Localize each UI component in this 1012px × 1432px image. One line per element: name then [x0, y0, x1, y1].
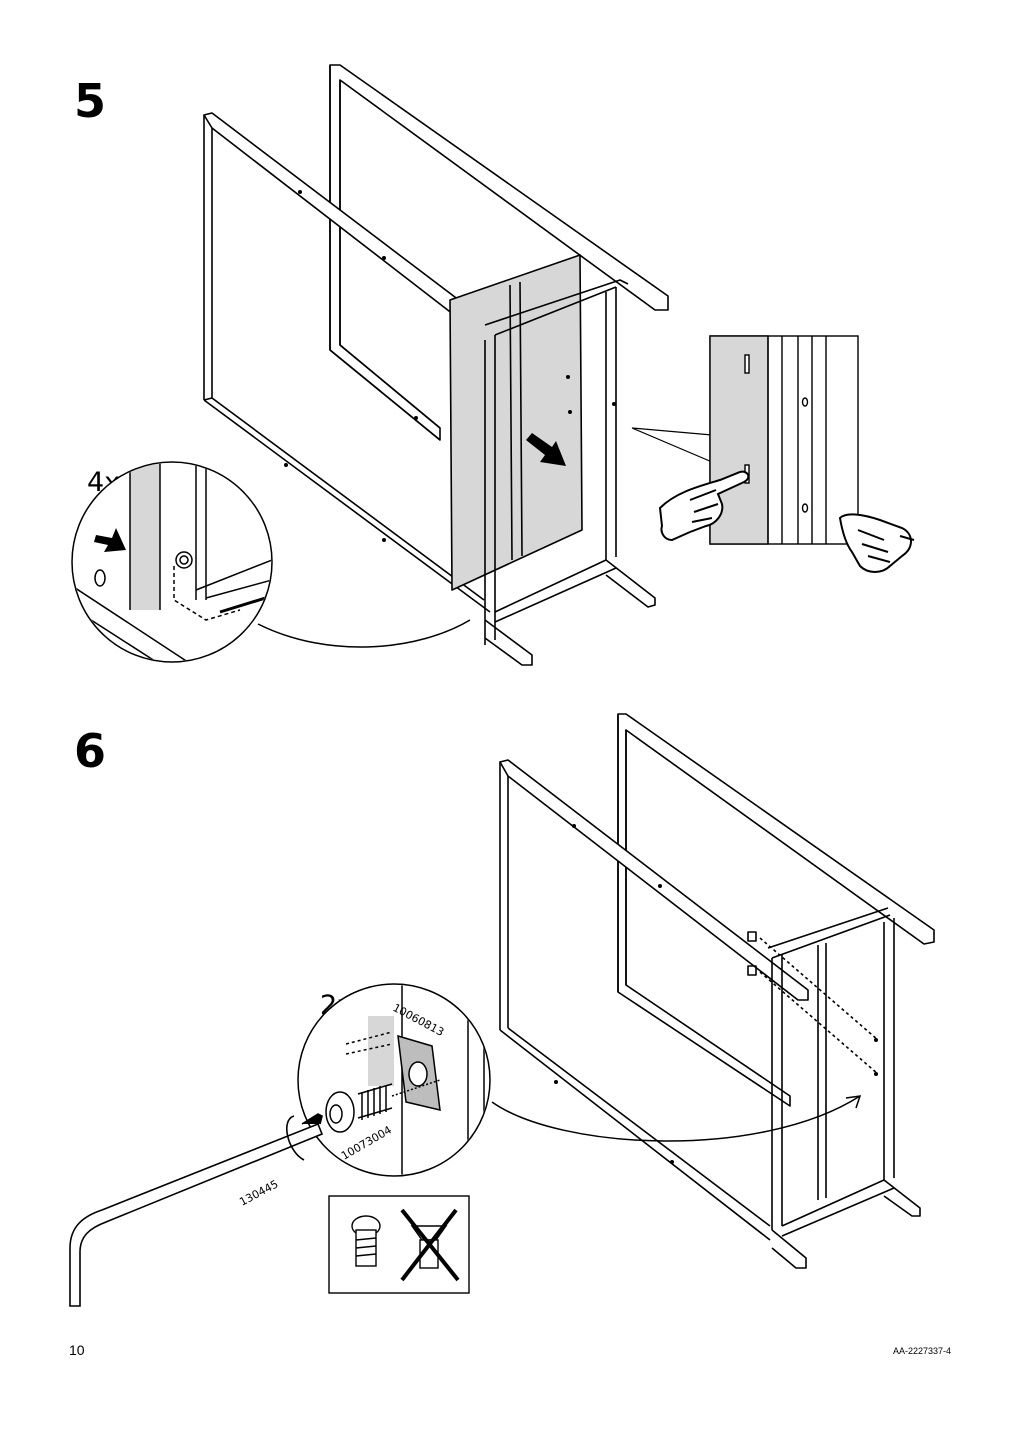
front-frame-6 [499, 759, 809, 1001]
step-5-detail-circle [71, 461, 471, 663]
screw-icon [325, 1083, 393, 1133]
allen-key [69, 1113, 324, 1307]
panel-detail-inset [709, 335, 859, 545]
correct-screw-icon [351, 1215, 381, 1267]
step-6-illustration: 10060813 10073004 130445 [69, 713, 935, 1307]
step-5-number: 5 [74, 74, 107, 128]
back-panel [449, 254, 583, 591]
push-arrow-icon [526, 433, 566, 466]
document-code: AA-2227337-4 [893, 1346, 952, 1356]
hand-icon-right [838, 513, 915, 573]
screw-comparison-box [328, 1195, 470, 1294]
back-frame-6 [617, 713, 935, 1107]
page-number: 10 [69, 1342, 85, 1358]
step-5-illustration [71, 64, 915, 666]
step-6-number: 6 [74, 724, 107, 778]
allen-key-part-id: 130445 [237, 1177, 280, 1208]
hand-icon-left [658, 470, 750, 542]
wrong-screw-icon [400, 1208, 460, 1282]
